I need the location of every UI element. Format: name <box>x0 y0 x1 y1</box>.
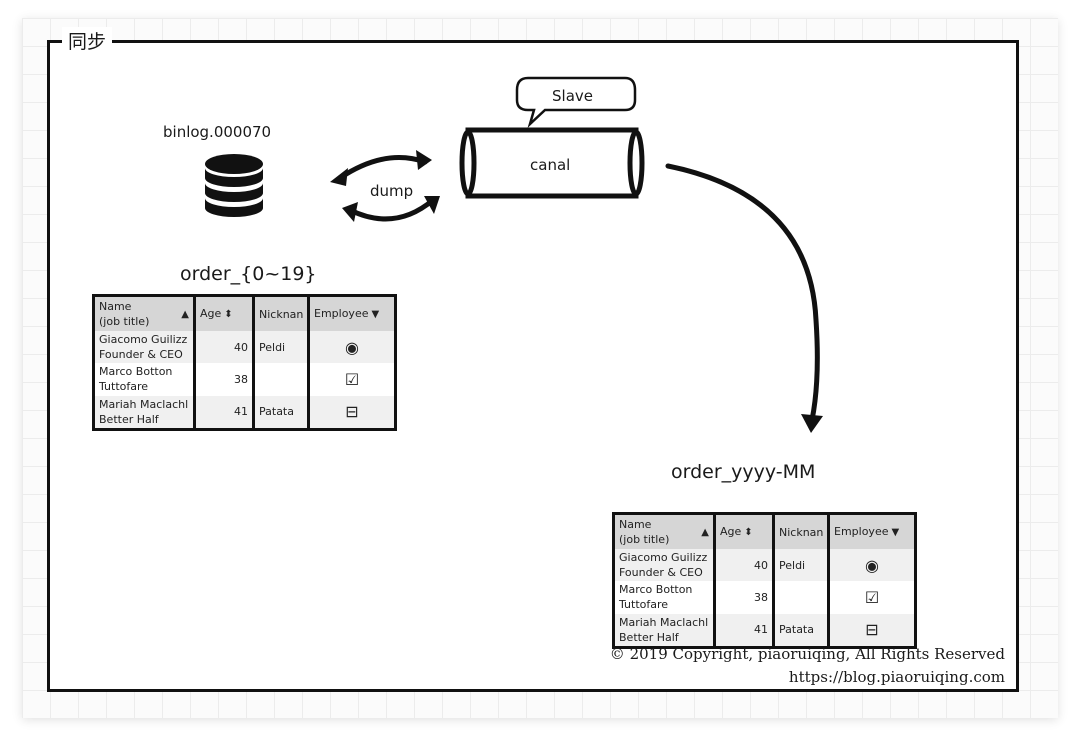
checkbox-indeterminate-icon[interactable]: ⊟ <box>828 613 914 646</box>
column-header-name[interactable]: Name (job title) ▲ <box>95 297 196 331</box>
flow-arrowhead <box>801 414 823 433</box>
dump-label: dump <box>370 182 414 200</box>
cell-age: 40 <box>714 549 775 582</box>
cell-nickname <box>773 581 830 614</box>
cell-nickname: Patata <box>773 613 830 646</box>
header-label: Employee <box>834 525 889 538</box>
cell-name: Mariah Maclachl <box>99 397 189 411</box>
database-icon <box>205 154 263 217</box>
blog-url[interactable]: https://blog.piaoruiqing.com <box>788 668 1005 686</box>
cell-nickname: Peldi <box>773 549 830 582</box>
slave-callout <box>515 76 637 128</box>
arrowheads <box>330 150 440 222</box>
sort-both-icon[interactable]: ⬍ <box>224 309 233 320</box>
column-header-employee[interactable]: Employee▼ <box>828 515 914 549</box>
flow-arrow <box>665 163 820 423</box>
cell-nickname: Patata <box>253 395 310 428</box>
header-label: Name (job title) <box>619 518 670 546</box>
canal-pipe <box>459 127 645 199</box>
radio-selected-icon[interactable]: ◉ <box>308 331 394 364</box>
cell-title: Tuttofare <box>619 598 669 612</box>
frame-title: 同步 <box>62 27 113 54</box>
sort-both-icon[interactable]: ⬍ <box>744 527 753 538</box>
bidirectional-arrows-icon <box>337 155 436 222</box>
copyright-text: © 2019 Copyright, piaoruiqing, All Right… <box>609 645 1005 663</box>
cell-title: Better Half <box>99 412 159 426</box>
cell-name: Mariah Maclachl <box>619 615 709 629</box>
slave-label: Slave <box>552 87 593 105</box>
header-label: Nicknan <box>779 525 824 539</box>
column-header-employee[interactable]: Employee▼ <box>308 297 394 331</box>
source-table: Name (job title) ▲ Age⬍ Nicknan Employee▼… <box>92 294 397 431</box>
cell-age: 38 <box>714 581 775 614</box>
radio-selected-icon[interactable]: ◉ <box>828 549 914 582</box>
cell-title: Better Half <box>619 630 679 644</box>
target-table: Name (job title) ▲ Age⬍ Nicknan Employee▼… <box>612 512 917 649</box>
canal-label: canal <box>530 156 571 174</box>
cell-age: 38 <box>194 363 255 396</box>
cell-name: Giacomo Guilizz <box>99 333 188 347</box>
cell-age: 41 <box>194 395 255 428</box>
dropdown-icon[interactable]: ▼ <box>371 309 380 320</box>
cell-name: Marco Botton <box>99 365 173 379</box>
checkbox-indeterminate-icon[interactable]: ⊟ <box>308 395 394 428</box>
header-label: Age <box>720 525 742 538</box>
sort-ascending-icon[interactable]: ▲ <box>701 526 709 538</box>
cell-age: 40 <box>194 331 255 364</box>
header-label: Nicknan <box>259 307 304 321</box>
header-label: Employee <box>314 307 369 320</box>
cell-nickname <box>253 363 310 396</box>
table-title: order_{0~19} <box>180 263 317 285</box>
cell-name: Marco Botton <box>619 583 693 597</box>
cell-title: Tuttofare <box>99 380 149 394</box>
checkbox-checked-icon[interactable]: ☑ <box>308 363 394 396</box>
header-label: Name (job title) <box>99 300 150 328</box>
column-header-nickname[interactable]: Nicknan <box>253 297 310 331</box>
table-title: order_yyyy-MM <box>671 461 816 483</box>
cell-name: Giacomo Guilizz <box>619 551 708 565</box>
checkbox-checked-icon[interactable]: ☑ <box>828 581 914 614</box>
header-label: Age <box>200 307 222 320</box>
column-header-age[interactable]: Age⬍ <box>714 515 775 549</box>
column-header-nickname[interactable]: Nicknan <box>773 515 830 549</box>
column-header-name[interactable]: Name (job title) ▲ <box>615 515 716 549</box>
cell-age: 41 <box>714 613 775 646</box>
cell-title: Founder & CEO <box>99 348 183 362</box>
sort-ascending-icon[interactable]: ▲ <box>181 308 189 320</box>
column-header-age[interactable]: Age⬍ <box>194 297 255 331</box>
cell-nickname: Peldi <box>253 331 310 364</box>
binlog-label: binlog.000070 <box>163 123 272 141</box>
cell-title: Founder & CEO <box>619 566 703 580</box>
dropdown-icon[interactable]: ▼ <box>891 527 900 538</box>
